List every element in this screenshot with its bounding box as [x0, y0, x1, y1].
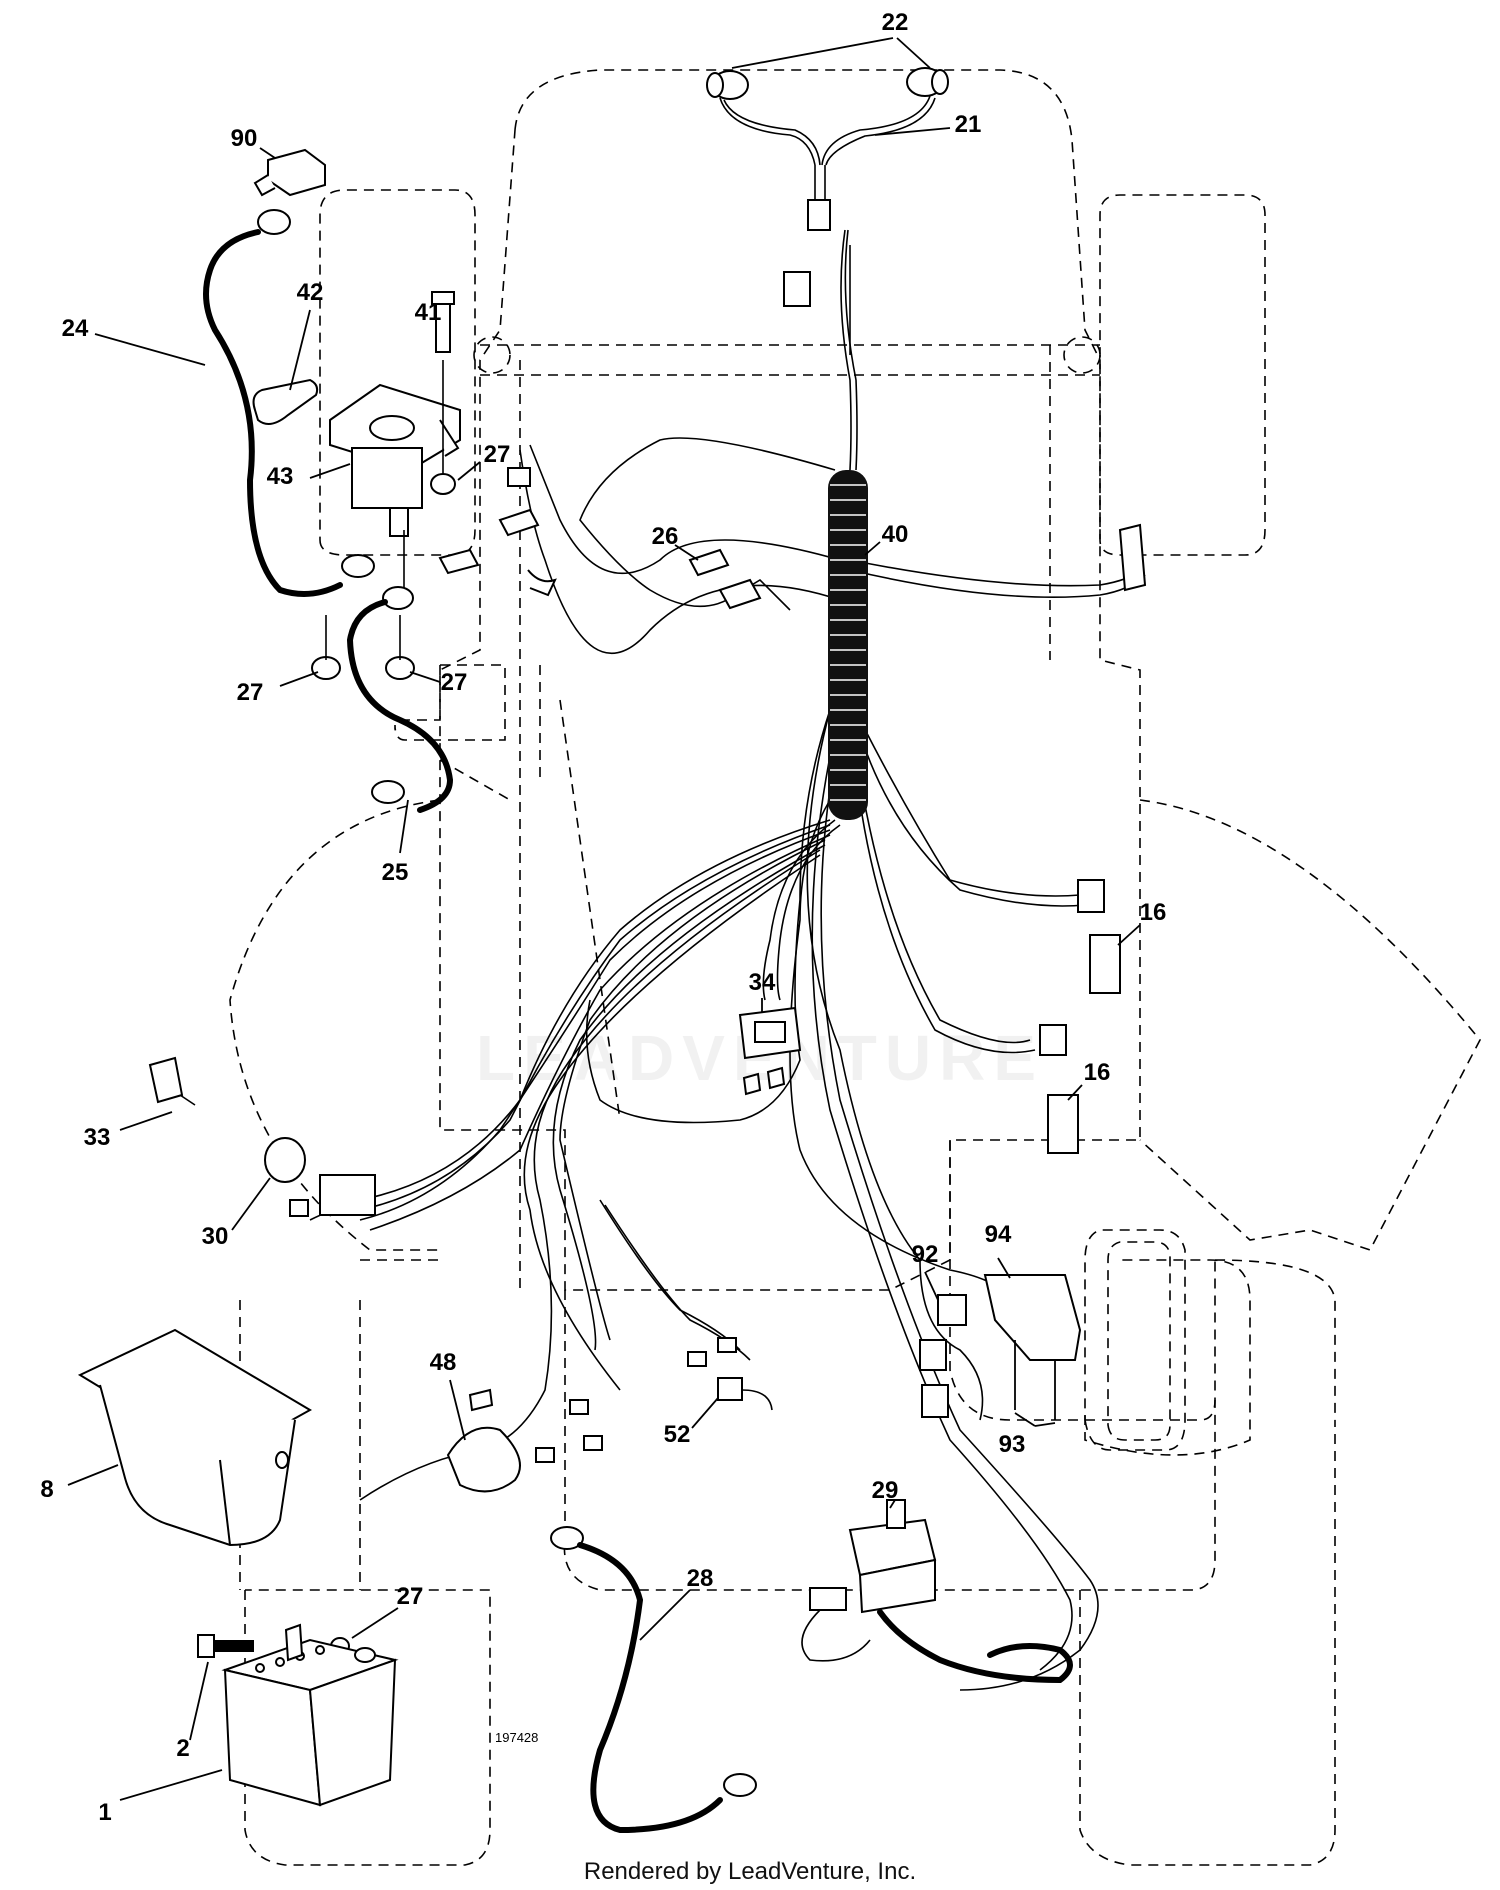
- ignition-switch-30: [264, 1137, 376, 1217]
- solenoid-43: [329, 383, 461, 537]
- callout-33: 33: [84, 1124, 111, 1151]
- harness-top-connector: [783, 271, 811, 307]
- fuse-26: [688, 548, 762, 610]
- callout-30: 30: [202, 1223, 229, 1250]
- callout-21: 21: [955, 111, 982, 138]
- headlight-harness-21: [719, 95, 936, 231]
- cable-25: [346, 586, 454, 813]
- connector-48: [446, 1388, 521, 1493]
- bolt-41: [431, 291, 455, 353]
- battery-1: [221, 1638, 399, 1807]
- leader-lines: [67, 37, 1141, 1801]
- headlights-22: [706, 67, 949, 100]
- callout-40: 40: [882, 521, 909, 548]
- callout-1: 1: [98, 1799, 111, 1826]
- boot-42: [252, 378, 319, 425]
- spacer-27: [311, 473, 456, 1655]
- chassis-outline: [229, 69, 1481, 1866]
- callout-26: 26: [652, 523, 679, 550]
- module-94: [983, 1274, 1082, 1361]
- connector-16-upper: [1039, 879, 1121, 1154]
- callout-52: 52: [664, 1421, 691, 1448]
- callout-16a: 16: [1140, 899, 1167, 926]
- switch-34: [738, 1006, 802, 1096]
- callout-93: 93: [999, 1431, 1026, 1458]
- callout-90: 90: [231, 125, 258, 152]
- key-33: [148, 1056, 196, 1106]
- callout-28: 28: [687, 1565, 714, 1592]
- callout-27d: 27: [397, 1583, 424, 1610]
- callout-labels: 22 21 90 24 42 41 43 27 26 40 27 27 25 1…: [40, 9, 1166, 1826]
- callout-41: 41: [415, 299, 442, 326]
- callout-48: 48: [430, 1349, 457, 1376]
- connector-92: [919, 1294, 967, 1418]
- right-harness-connector: [1118, 523, 1147, 592]
- callout-43: 43: [267, 463, 294, 490]
- callout-27b: 27: [237, 679, 264, 706]
- drawing-number: 197428: [495, 1730, 538, 1745]
- callout-27c: 27: [441, 669, 468, 696]
- callout-29: 29: [872, 1477, 899, 1504]
- harness-terminals: [438, 467, 557, 597]
- cap-90: [253, 148, 326, 197]
- callout-27a: 27: [484, 441, 511, 468]
- cable-28: [550, 1526, 757, 1834]
- callout-94: 94: [985, 1221, 1012, 1248]
- screws-93: [1014, 1340, 1056, 1420]
- bolt-2: [197, 1623, 304, 1662]
- callout-22: 22: [882, 9, 909, 36]
- callout-42: 42: [297, 279, 324, 306]
- callout-2: 2: [176, 1735, 189, 1762]
- credit-line: Rendered by LeadVenture, Inc.: [583, 1858, 917, 1885]
- small-terminals: [535, 1337, 737, 1463]
- convoluted-loom: [828, 470, 868, 820]
- callout-16b: 16: [1084, 1059, 1111, 1086]
- wire-harness-40: [309, 229, 1146, 1691]
- connector-52: [717, 1377, 773, 1411]
- callout-8: 8: [40, 1476, 53, 1503]
- battery-tray-8: [77, 1328, 313, 1547]
- callout-24: 24: [62, 315, 89, 342]
- callout-92: 92: [912, 1241, 939, 1268]
- cable-24: [203, 209, 375, 597]
- callout-34: 34: [749, 969, 776, 996]
- switch-29: [801, 1499, 1073, 1684]
- callout-25: 25: [382, 859, 409, 886]
